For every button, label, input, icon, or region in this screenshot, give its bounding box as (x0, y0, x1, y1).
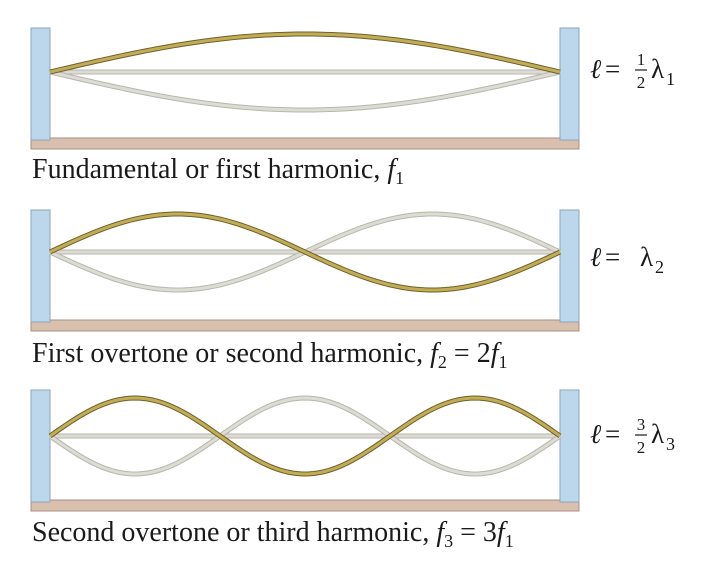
ell-symbol: ℓ (590, 54, 602, 84)
string-ghost-edge (49, 69, 561, 113)
base-plate (30, 499, 580, 512)
fraction-denominator: 2 (637, 73, 646, 92)
length-equation: ℓ = λ 2 (590, 242, 664, 277)
fraction-numerator: 3 (637, 415, 646, 434)
equals-sign: = (605, 419, 620, 449)
fraction-numerator: 1 (637, 50, 646, 69)
left-post (30, 209, 51, 323)
lambda-subscript: 1 (666, 69, 675, 89)
panel-third-harmonic: Second overtone or third harmonic, f3 = … (30, 389, 675, 551)
fraction-denominator: 2 (637, 438, 646, 457)
string-active (49, 212, 561, 292)
lambda-symbol: λ (640, 242, 653, 272)
string-active-edge (49, 31, 561, 75)
lambda-subscript: 3 (666, 434, 675, 454)
string-ghost (49, 70, 561, 112)
right-post (559, 389, 580, 503)
equals-sign: = (605, 54, 620, 84)
caption: Fundamental or first harmonic, f1 (32, 154, 404, 188)
lambda-subscript: 2 (655, 257, 664, 277)
string-waves (48, 395, 562, 477)
lambda-symbol: λ (651, 419, 664, 449)
left-post (30, 27, 51, 141)
equals-sign: = (605, 242, 620, 272)
ell-symbol: ℓ (590, 242, 602, 272)
right-post (559, 209, 580, 323)
length-equation: ℓ = 1 2 λ 1 (590, 50, 675, 92)
panel-fundamental: Fundamental or first harmonic, f1 ℓ = 1 … (30, 27, 675, 188)
length-equation: ℓ = 3 2 λ 3 (590, 415, 675, 457)
string-active (49, 396, 561, 476)
lambda-symbol: λ (651, 54, 664, 84)
panel-second-harmonic: First overtone or second harmonic, f2 = … (30, 209, 664, 372)
caption: First overtone or second harmonic, f2 = … (32, 338, 507, 372)
right-post (559, 27, 580, 141)
string-ghost (49, 396, 561, 476)
base-plate (30, 137, 580, 150)
ell-symbol: ℓ (590, 419, 602, 449)
left-post (30, 389, 51, 503)
base-plate (30, 319, 580, 332)
string-active (49, 32, 561, 74)
string-waves (49, 31, 561, 113)
string-waves (48, 211, 562, 293)
caption: Second overtone or third harmonic, f3 = … (32, 517, 514, 551)
